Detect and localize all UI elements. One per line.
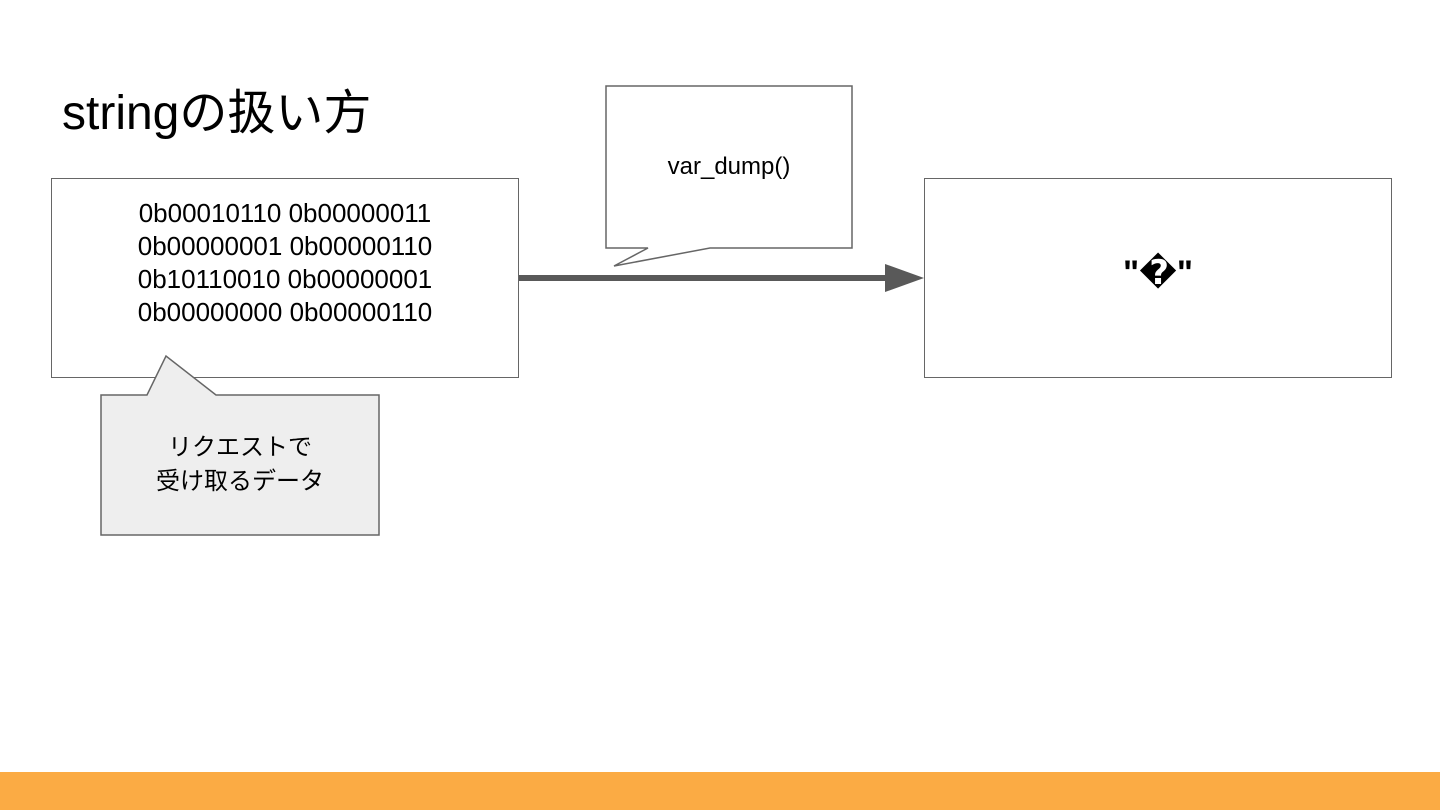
binary-lines: 0b00010110 0b00000011 0b00000001 0b00000… bbox=[138, 197, 433, 329]
binary-line: 0b00000001 0b00000110 bbox=[137, 231, 433, 261]
output-text: "�" bbox=[1122, 254, 1194, 292]
function-callout-shape bbox=[605, 85, 853, 267]
output-box: "�" bbox=[924, 178, 1392, 378]
note-line: 受け取るデータ bbox=[156, 468, 324, 495]
request-data-box: 0b00010110 0b00000011 0b00000001 0b00000… bbox=[51, 178, 519, 378]
binary-line: 0b00010110 0b00000011 bbox=[138, 198, 432, 228]
note-callout-shape bbox=[100, 354, 380, 536]
note-line: リクエストで bbox=[168, 434, 312, 461]
binary-line: 0b10110010 0b00000001 bbox=[137, 264, 433, 294]
flow-arrow-head bbox=[885, 264, 924, 292]
slide-title: stringの扱い方 bbox=[62, 87, 372, 140]
note-callout-label: リクエストで 受け取るデータ bbox=[101, 395, 379, 535]
footer-bar bbox=[0, 772, 1440, 810]
function-callout-label: var_dump() bbox=[667, 153, 791, 180]
binary-line: 0b00000000 0b00000110 bbox=[137, 297, 433, 327]
